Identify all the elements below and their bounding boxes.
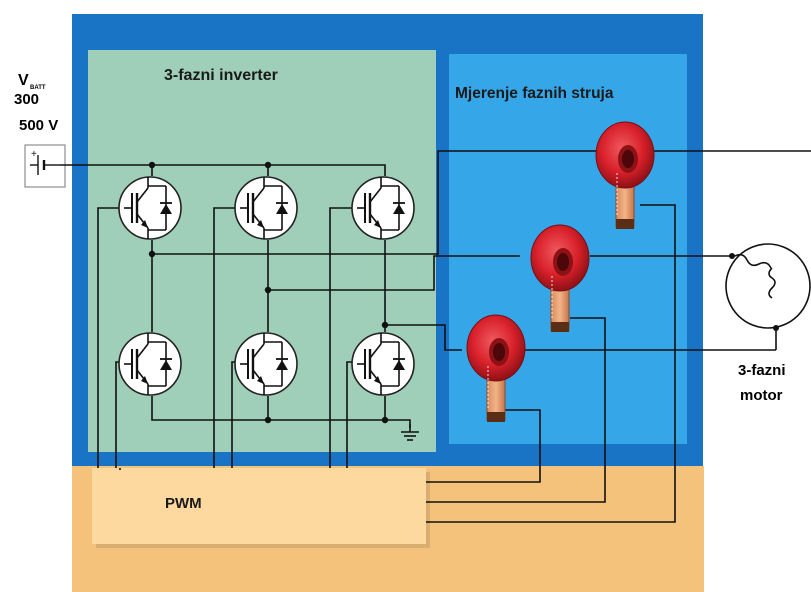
pwm-box: [92, 468, 426, 544]
battery-voltage-500: 500 V: [19, 117, 58, 134]
motor-label-line2: motor: [740, 387, 783, 404]
junction-dots: [148, 161, 389, 424]
igbt-low-c-icon: [350, 331, 416, 397]
igbt-high-c-icon: [350, 175, 416, 241]
battery-voltage-300: 300: [14, 91, 39, 108]
motor-label-line1: 3-fazni: [738, 362, 786, 379]
measurement-title: Mjerenje faznih struja: [455, 85, 614, 102]
wiring: [60, 150, 811, 523]
battery-icon: +: [24, 144, 66, 188]
igbt-low-a-icon: [117, 331, 183, 397]
battery-voltage-subscript: BATT: [30, 85, 46, 91]
igbt-high-b-icon: [233, 175, 299, 241]
inverter-title: 3-fazni inverter: [164, 67, 278, 84]
igbt-low-b-icon: [233, 331, 299, 397]
igbt-high-a-icon: [117, 175, 183, 241]
battery-voltage-symbol: V: [18, 72, 29, 89]
pwm-label: PWM: [165, 495, 202, 512]
svg-text:+: +: [31, 149, 37, 160]
motor-windings-icon: [725, 243, 811, 331]
